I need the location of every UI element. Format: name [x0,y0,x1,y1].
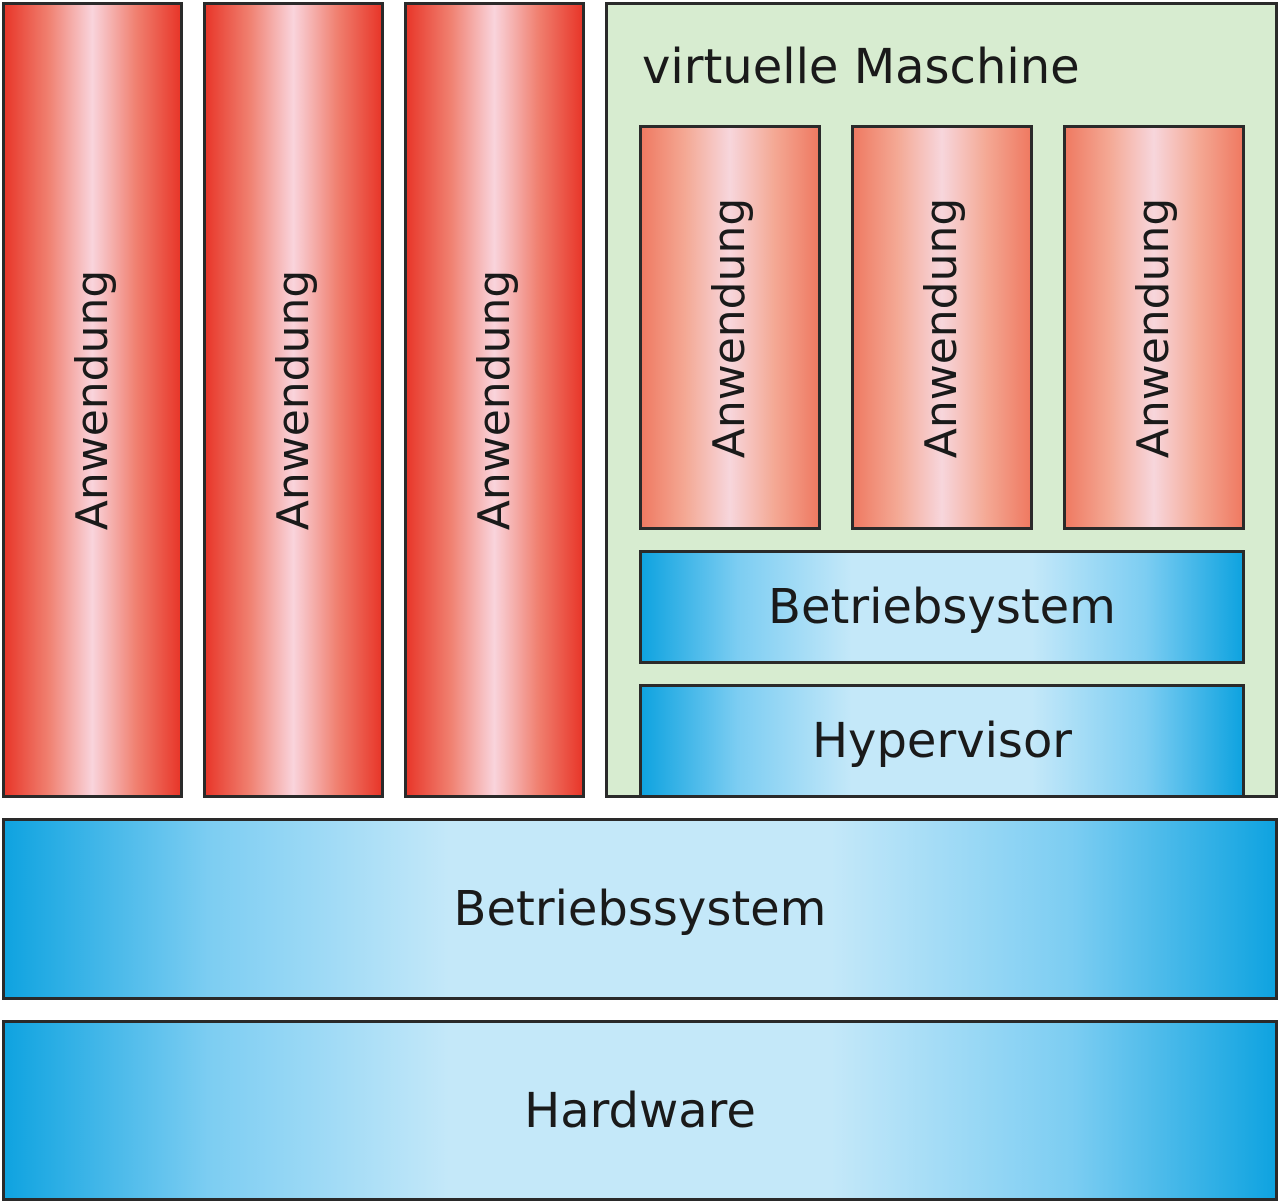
application-label: Anwendung [267,269,319,531]
application-label: Anwendung [468,269,520,531]
hardware-label: Hardware [524,1082,756,1139]
host-operating-system-layer: Betriebssystem [2,818,1278,1000]
host-operating-system-label: Betriebssystem [453,881,827,937]
application-block: Anwendung [404,2,585,798]
hypervisor-label: Hypervisor [811,713,1073,769]
vm-application-label: Anwendung [916,197,967,458]
hardware-layer: Hardware [2,1020,1278,1201]
vm-application-block: Anwendung [1063,125,1245,530]
hypervisor-layer: Hypervisor [639,684,1245,798]
vm-application-label: Anwendung [1128,197,1179,458]
vm-operating-system-label: Betriebsystem [768,579,1116,635]
vm-operating-system-layer: Betriebsystem [639,550,1245,664]
vm-application-label: Anwendung [704,197,755,458]
application-block: Anwendung [203,2,384,798]
vm-application-block: Anwendung [851,125,1033,530]
application-label: Anwendung [66,269,118,531]
vm-application-block: Anwendung [639,125,821,530]
virtual-machine-title: virtuelle Maschine [642,39,1080,95]
application-block: Anwendung [2,2,183,798]
